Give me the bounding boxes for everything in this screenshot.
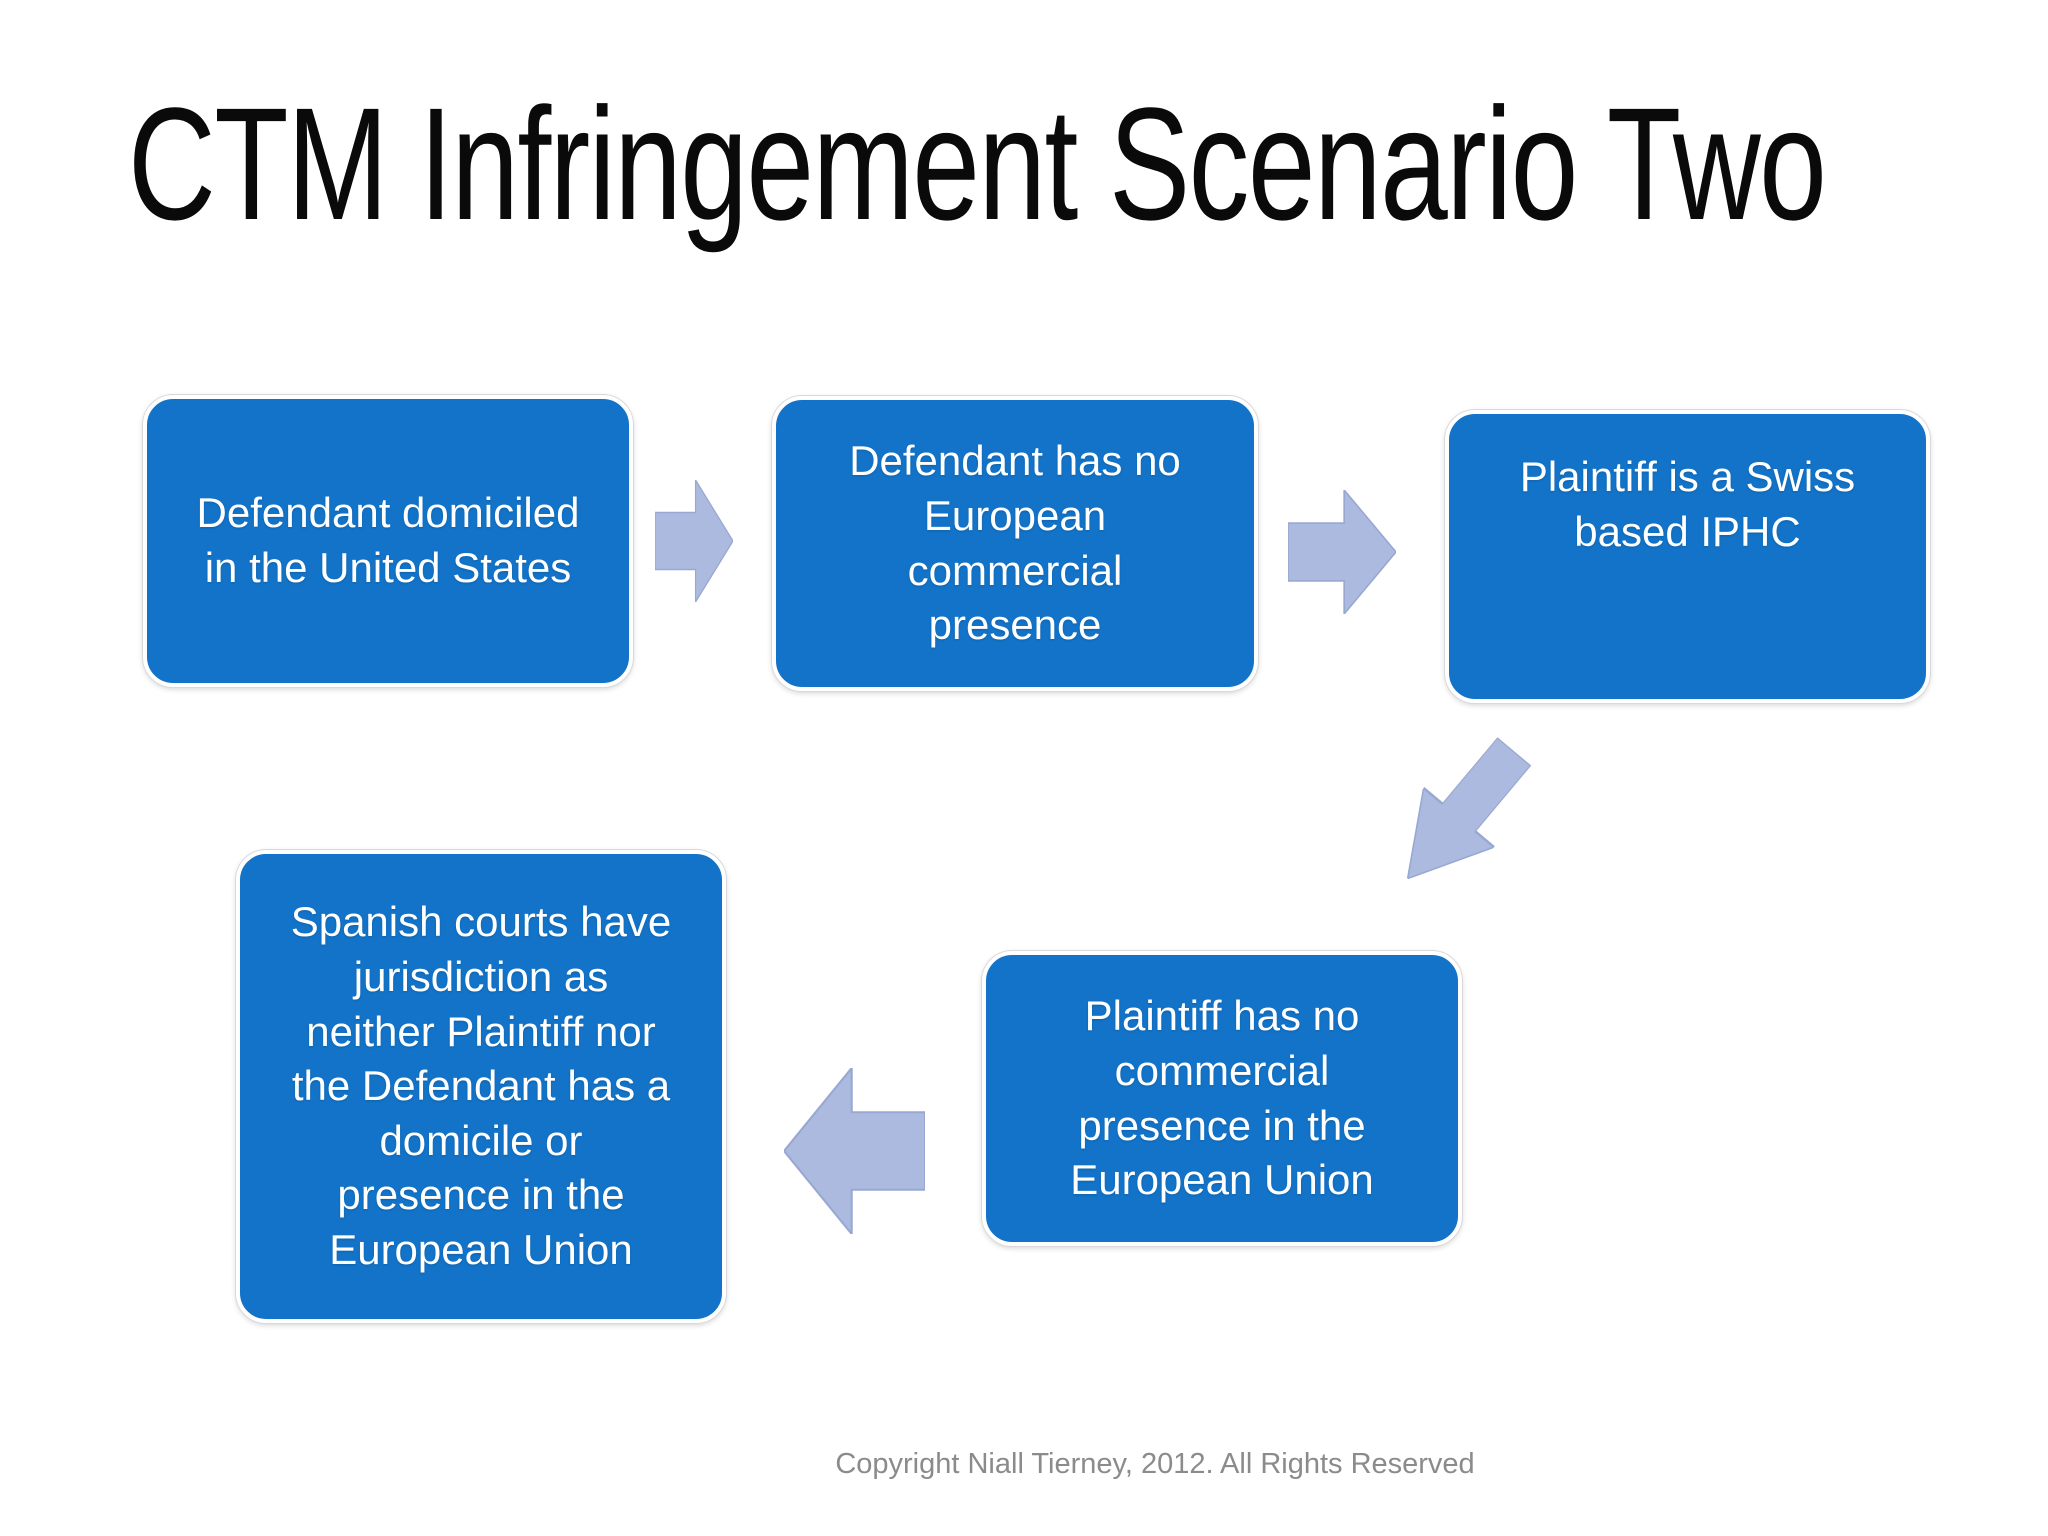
flow-box-spanish-courts-jurisdiction: Spanish courts have jurisdiction as neit… — [236, 850, 726, 1323]
right-arrow-icon — [655, 480, 733, 602]
flow-box-defendant-no-eu-presence: Defendant has no European commercial pre… — [772, 396, 1258, 691]
left-arrow-icon — [784, 1068, 925, 1234]
flow-box-plaintiff-swiss-iphc: Plaintiff is a Swiss based IPHC — [1445, 410, 1930, 703]
down-left-arrow-icon — [1372, 722, 1549, 908]
right-arrow-icon — [1288, 490, 1396, 614]
copyright-footer: Copyright Niall Tierney, 2012. All Right… — [835, 1448, 1475, 1480]
flow-box-plaintiff-no-eu-presence: Plaintiff has no commercial presence in … — [982, 951, 1462, 1246]
flow-box-defendant-domiciled-us: Defendant domiciled in the United States — [143, 395, 633, 687]
slide-title: CTM Infringement Scenario Two — [128, 74, 1827, 253]
